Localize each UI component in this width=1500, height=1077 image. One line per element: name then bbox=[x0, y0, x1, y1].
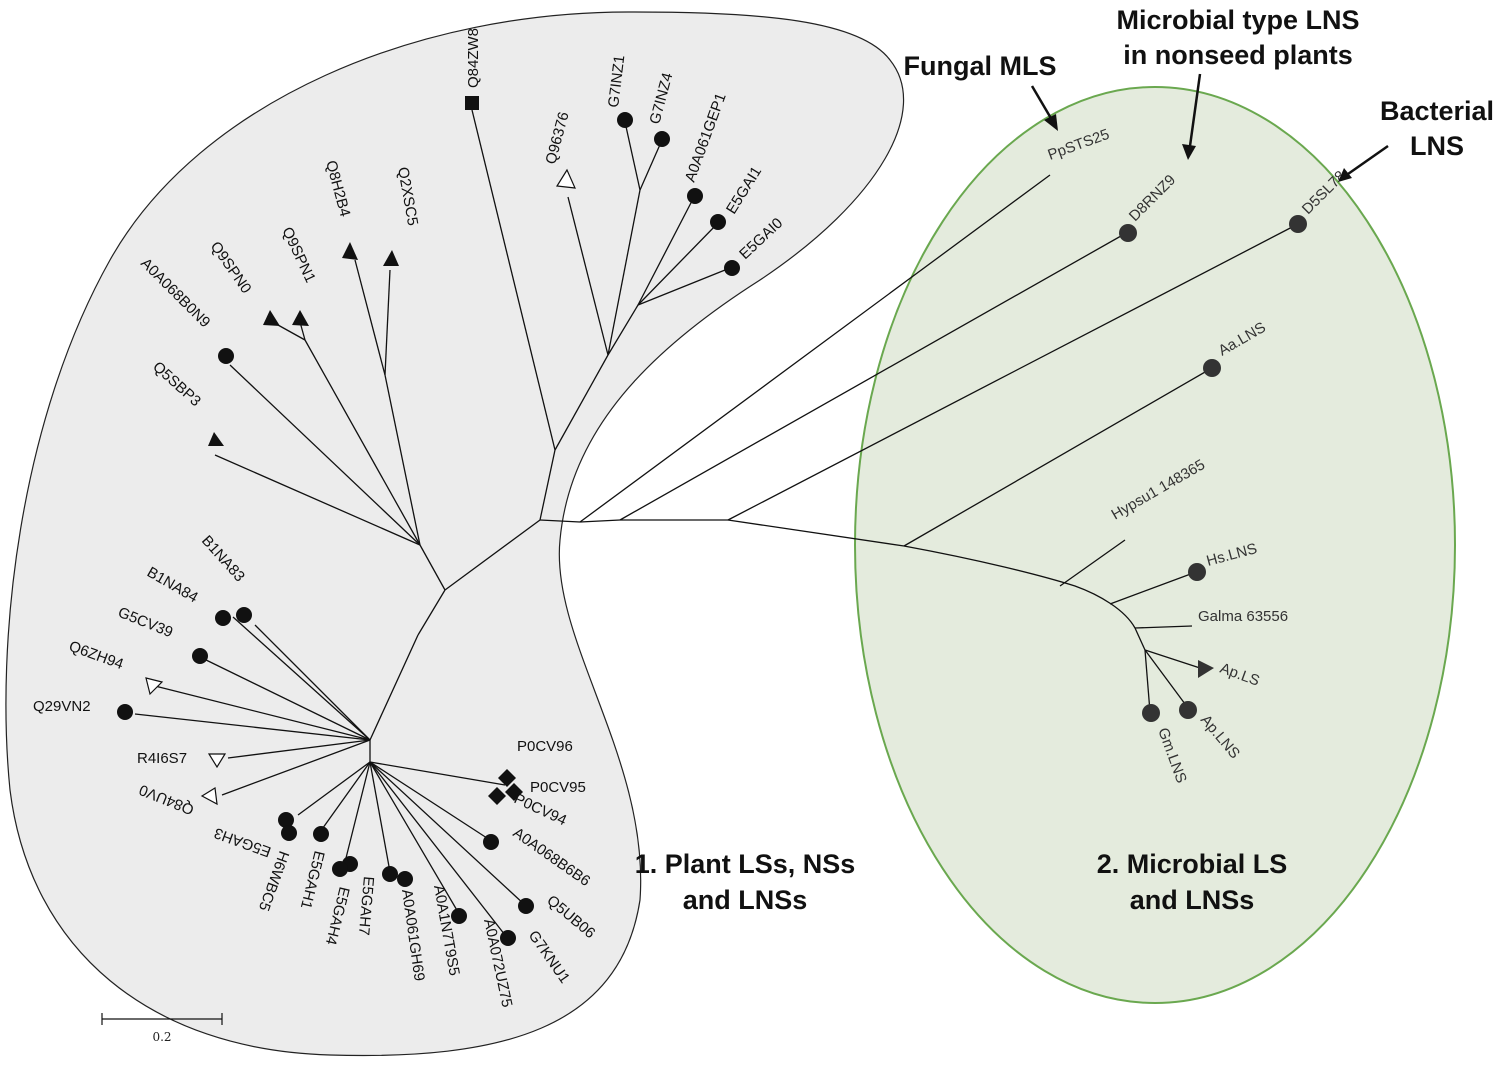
callout-fungal-mls: Fungal MLS bbox=[904, 51, 1057, 81]
callout-bacterial-line1: Bacterial bbox=[1380, 96, 1494, 126]
marker-circle bbox=[236, 607, 252, 623]
group-label-microbial-line1: 2. Microbial LS bbox=[1097, 849, 1288, 879]
leaf-label: Q29VN2 bbox=[33, 698, 91, 715]
marker-circle bbox=[1203, 359, 1221, 377]
marker-circle bbox=[215, 610, 231, 626]
marker-circle bbox=[218, 348, 234, 364]
marker-diamond bbox=[498, 769, 516, 787]
marker-circle bbox=[1179, 701, 1197, 719]
marker-circle bbox=[451, 908, 467, 924]
leaf-markers bbox=[117, 96, 1307, 946]
group-label-plant-line1: 1. Plant LSs, NSs bbox=[635, 849, 856, 879]
group-label-plant-line2: and LNSs bbox=[683, 885, 808, 915]
callout-microbial-type-line2: in nonseed plants bbox=[1123, 40, 1353, 70]
marker-triangle-open bbox=[555, 168, 576, 189]
leaf-label: Q84ZW8 bbox=[465, 28, 482, 88]
marker-triangle bbox=[263, 310, 280, 326]
marker-triangle bbox=[1198, 660, 1214, 678]
leaf-label: G7INZ1 bbox=[605, 54, 628, 108]
marker-triangle bbox=[292, 310, 309, 326]
marker-circle bbox=[687, 188, 703, 204]
leaf-label: R4I6S7 bbox=[137, 750, 187, 767]
marker-circle bbox=[617, 112, 633, 128]
marker-circle bbox=[313, 826, 329, 842]
marker-circle bbox=[281, 825, 297, 841]
marker-triangle-open bbox=[145, 677, 164, 696]
marker-circle bbox=[1142, 704, 1160, 722]
marker-triangle bbox=[383, 250, 399, 266]
marker-square bbox=[465, 96, 479, 110]
marker-circle bbox=[1119, 224, 1137, 242]
marker-triangle bbox=[342, 242, 358, 260]
marker-circle bbox=[518, 898, 534, 914]
marker-circle bbox=[483, 834, 499, 850]
marker-triangle-open bbox=[200, 787, 218, 806]
marker-circle bbox=[710, 214, 726, 230]
marker-circle bbox=[278, 812, 294, 828]
marker-circle bbox=[397, 871, 413, 887]
marker-circle bbox=[1289, 215, 1307, 233]
scale-bar: 0.2 bbox=[101, 1013, 223, 1044]
callout-bacterial-line2: LNS bbox=[1410, 131, 1464, 161]
marker-circle bbox=[500, 930, 516, 946]
marker-triangle bbox=[208, 432, 224, 446]
group-label-microbial-line2: and LNSs bbox=[1130, 885, 1255, 915]
leaf-label: P0CV96 bbox=[517, 738, 573, 755]
marker-circle bbox=[1188, 563, 1206, 581]
marker-circle bbox=[382, 866, 398, 882]
marker-diamond bbox=[505, 783, 523, 801]
marker-circle bbox=[724, 260, 740, 276]
plant-clade-region bbox=[5, 11, 905, 1057]
marker-triangle-open bbox=[207, 753, 227, 769]
marker-circle bbox=[192, 648, 208, 664]
leaf-label: Galma 63556 bbox=[1198, 608, 1288, 625]
marker-diamond bbox=[488, 787, 506, 805]
scale-bar-label: 0.2 bbox=[152, 1030, 171, 1044]
microbial-clade-region bbox=[854, 86, 1456, 1004]
callout-microbial-type-line1: Microbial type LNS bbox=[1116, 5, 1359, 35]
leaf-label: P0CV95 bbox=[530, 779, 586, 796]
marker-circle bbox=[654, 131, 670, 147]
tree-branches bbox=[134, 109, 1299, 936]
callout-arrows bbox=[1030, 73, 1389, 182]
marker-circle bbox=[117, 704, 133, 720]
marker-circle bbox=[332, 861, 348, 877]
leaf-label: E5GAH7 bbox=[355, 876, 377, 936]
